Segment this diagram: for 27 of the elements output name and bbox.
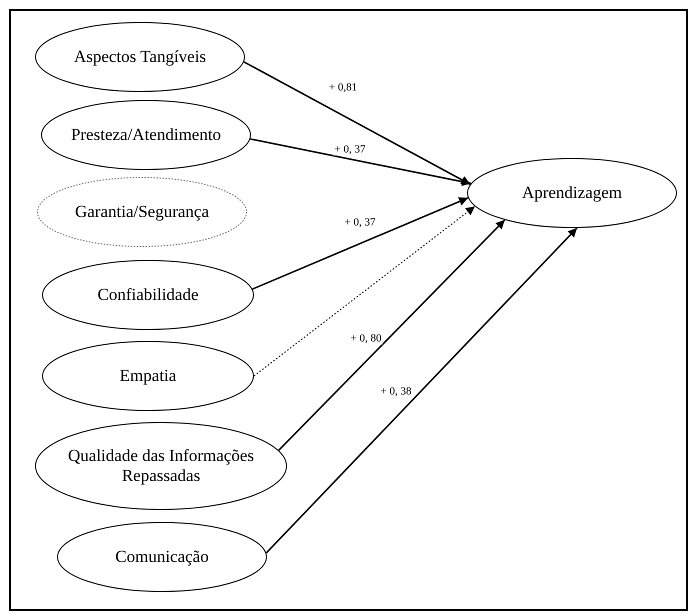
node-label: Comunicação bbox=[114, 546, 210, 568]
edge-label: + 0, 37 bbox=[334, 144, 366, 156]
ellipse-node bbox=[41, 100, 251, 170]
node-label: Aprendizagem bbox=[520, 182, 624, 204]
ellipse-node bbox=[35, 22, 245, 92]
ellipse-node bbox=[467, 158, 677, 228]
node-label: Presteza/Atendimento bbox=[70, 124, 222, 146]
ellipse-node bbox=[35, 422, 287, 510]
ellipse-node bbox=[42, 341, 254, 411]
node-label: Confiabilidade bbox=[96, 284, 200, 306]
arrow bbox=[254, 206, 476, 376]
arrow bbox=[252, 197, 468, 290]
node-label: Qualidade das Informações Repassadas bbox=[67, 446, 255, 486]
arrow bbox=[244, 61, 471, 186]
ellipse-node bbox=[42, 260, 254, 330]
arrow bbox=[266, 227, 578, 554]
edge-label: + 0, 37 bbox=[344, 218, 376, 228]
node-label: Aspectos Tangíveis bbox=[72, 46, 208, 68]
edge-label: + 0, 38 bbox=[380, 386, 412, 398]
arrow bbox=[278, 219, 506, 451]
node-label: Empatia bbox=[118, 366, 178, 386]
node-label: Garantia/Segurança bbox=[74, 202, 210, 222]
ellipse-node bbox=[37, 177, 247, 247]
edge-label: + 0,81 bbox=[328, 82, 358, 94]
ellipse-node bbox=[57, 522, 267, 592]
edge-label: + 0, 80 bbox=[350, 334, 382, 344]
arrow bbox=[250, 138, 472, 186]
